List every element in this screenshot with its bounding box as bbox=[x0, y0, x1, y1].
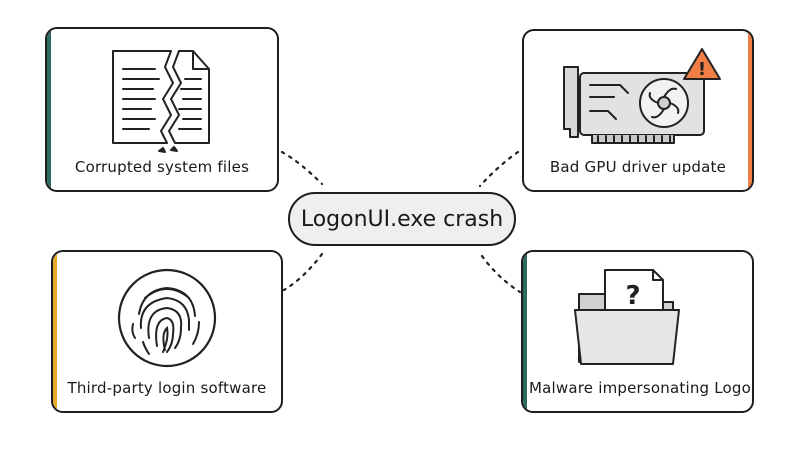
torn-document-icon bbox=[112, 50, 210, 153]
card-accent-bar bbox=[47, 29, 51, 190]
cause-card-malware: ? Malware impersonating LogonUI bbox=[521, 250, 754, 413]
connector-bottom-left bbox=[282, 252, 324, 292]
svg-text:!: ! bbox=[698, 59, 706, 80]
cause-label: Corrupted system files bbox=[74, 158, 250, 176]
cause-label: Bad GPU driver update bbox=[549, 158, 727, 176]
fingerprint-icon bbox=[117, 268, 217, 368]
cause-card-third-party-login: Third-party login software bbox=[51, 250, 283, 413]
cause-card-gpu-driver: ! Bad GPU driver update bbox=[522, 29, 754, 192]
card-accent-bar bbox=[523, 252, 527, 411]
connector-bottom-right bbox=[480, 254, 522, 294]
card-accent-bar bbox=[53, 252, 57, 411]
cause-label: Malware impersonating LogonUI bbox=[529, 379, 754, 397]
gpu-warning-icon: ! bbox=[563, 48, 721, 144]
connector-top-right bbox=[478, 150, 520, 188]
folder-question-icon: ? bbox=[574, 269, 680, 365]
connector-top-left bbox=[280, 150, 324, 186]
card-accent-bar bbox=[748, 31, 752, 190]
central-topic: LogonUI.exe crash bbox=[288, 192, 516, 246]
warning-triangle-icon: ! bbox=[683, 48, 721, 80]
cause-label: Third-party login software bbox=[67, 379, 267, 397]
question-mark-icon: ? bbox=[625, 281, 640, 311]
cause-card-corrupted-files: Corrupted system files bbox=[45, 27, 279, 192]
